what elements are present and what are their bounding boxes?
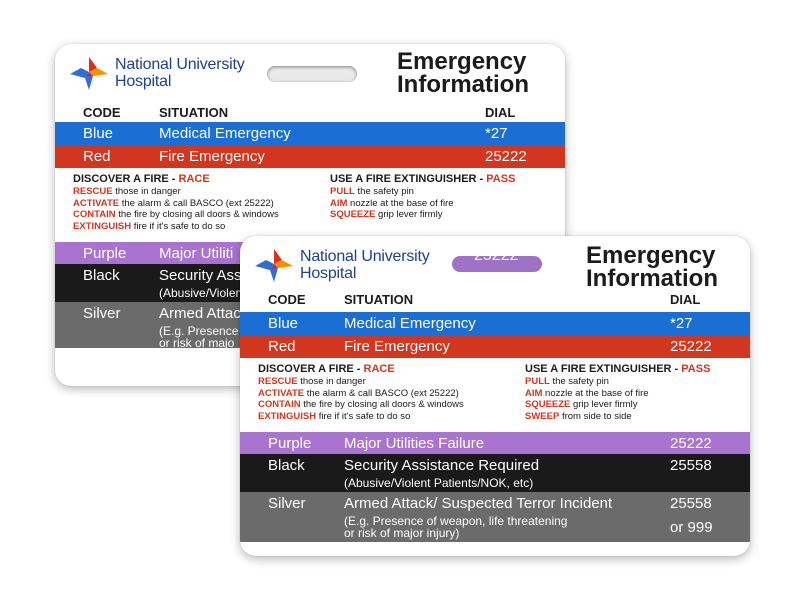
- code-row-purple: Purple Major Utilities Failure 25222: [240, 432, 750, 454]
- situation-label: Fire Emergency: [344, 338, 450, 355]
- situation-detail: or risk of major injury): [344, 526, 460, 540]
- dial-number: 25558: [670, 457, 712, 474]
- hospital-logo-icon: [255, 249, 293, 282]
- dial-column-header: DIAL: [485, 105, 516, 120]
- column-headers: CODE SITUATION DIAL: [55, 104, 565, 122]
- pass-step: PULL the safety pin: [330, 186, 414, 197]
- hospital-logo: National University Hospital: [254, 244, 454, 284]
- logo-line-1: National University: [300, 248, 430, 265]
- dial-number: 25558: [670, 495, 712, 512]
- slot-see-through-text: 25222: [474, 256, 519, 265]
- situation-label: Medical Emergency: [159, 125, 291, 142]
- situation-label: Fire Emergency: [159, 148, 265, 165]
- situation-label: Major Utiliti: [159, 245, 234, 262]
- pass-step: SQUEEZE grip lever firmly: [330, 209, 443, 220]
- back-card: National University Hospital Emergency I…: [55, 44, 565, 386]
- situation-detail: or risk of majo: [159, 336, 235, 350]
- dial-column-header: DIAL: [670, 292, 701, 307]
- race-step: CONTAIN the fire by closing all doors & …: [258, 399, 464, 410]
- code-row-silver: Silver Armed Attack/ Suspected Terror In…: [240, 492, 750, 542]
- code-label: Red: [268, 338, 296, 355]
- situation-label: Armed Attac: [159, 305, 241, 322]
- pass-heading: USE A FIRE EXTINGUISHER - PASS: [330, 173, 516, 185]
- code-column-header: CODE: [268, 292, 306, 307]
- title-line-1: Emergency: [586, 242, 716, 269]
- code-label: Silver: [268, 495, 306, 512]
- situation-label: Medical Emergency: [344, 315, 476, 332]
- pass-step: PULL the safety pin: [525, 376, 609, 387]
- race-step: ACTIVATE the alarm & call BASCO (ext 252…: [258, 387, 459, 399]
- pass-instructions: USE A FIRE EXTINGUISHER - PASS PULL the …: [525, 362, 710, 422]
- fire-instructions: DISCOVER A FIRE - RACE RESCUE those in d…: [55, 168, 565, 242]
- race-step: ACTIVATE the alarm & call BASCO (ext 252…: [73, 197, 274, 209]
- race-instructions: DISCOVER A FIRE - RACE RESCUE those in d…: [73, 172, 279, 232]
- title-line-2: Information: [586, 265, 718, 292]
- pass-step: AIM nozzle at the base of fire: [525, 387, 649, 399]
- situation-detail: (Abusive/Violen: [159, 286, 243, 300]
- situation-label: Armed Attack/ Suspected Terror Incident: [344, 495, 613, 512]
- code-label: Blue: [268, 315, 299, 332]
- hospital-logo-icon: [70, 57, 108, 90]
- race-instructions: DISCOVER A FIRE - RACE RESCUE those in d…: [258, 362, 464, 422]
- race-heading: DISCOVER A FIRE - RACE: [258, 363, 395, 375]
- column-headers: CODE SITUATION DIAL: [240, 286, 750, 312]
- logo-line-1: National University: [115, 56, 245, 73]
- race-step: EXTINGUISH fire if it's safe to do so: [258, 410, 411, 422]
- hospital-logo: National University Hospital: [69, 52, 269, 92]
- race-step: CONTAIN the fire by closing all doors & …: [73, 209, 279, 220]
- code-label: Black: [268, 457, 305, 474]
- front-card: National University Hospital 25222 Emerg…: [240, 236, 750, 556]
- situation-detail: (E.g. Presence of weapon, life threateni…: [344, 514, 568, 528]
- card-title: Emergency Information: [397, 48, 529, 98]
- pass-step: SQUEEZE grip lever firmly: [525, 399, 638, 410]
- logo-line-2: Hospital: [300, 265, 357, 282]
- race-step: RESCUE those in danger: [73, 186, 181, 197]
- title-line-1: Emergency: [397, 48, 527, 75]
- pass-step: SWEEP from side to side: [525, 410, 632, 422]
- code-label: Purple: [83, 245, 127, 262]
- code-row-black: Black Security Assistance Required (Abus…: [240, 454, 750, 492]
- code-label: Black: [83, 267, 120, 284]
- situation-detail: (Abusive/Violent Patients/NOK, etc): [344, 476, 534, 490]
- code-label: Silver: [83, 305, 121, 322]
- fire-instructions: DISCOVER A FIRE - RACE RESCUE those in d…: [240, 358, 750, 432]
- dial-number: 25222: [485, 148, 527, 165]
- lanyard-slot: [267, 66, 357, 82]
- pass-heading: USE A FIRE EXTINGUISHER - PASS: [525, 363, 711, 375]
- race-heading: DISCOVER A FIRE - RACE: [73, 173, 210, 185]
- code-row-blue: Blue Medical Emergency *27: [240, 312, 750, 335]
- code-row-red: Red Fire Emergency 25222: [55, 145, 565, 168]
- dial-number: 25222: [670, 338, 712, 355]
- situation-label: Major Utilities Failure: [344, 435, 485, 452]
- situation-detail: (E.g. Presence: [159, 324, 239, 338]
- pass-instructions: USE A FIRE EXTINGUISHER - PASS PULL the …: [330, 172, 515, 221]
- dial-number: *27: [485, 125, 508, 142]
- card-header: National University Hospital 25222 Emerg…: [240, 236, 750, 291]
- code-label: Purple: [268, 435, 312, 452]
- situation-column-header: SITUATION: [159, 105, 229, 120]
- logo-text: National University Hospital: [115, 56, 245, 90]
- situation-column-header: SITUATION: [344, 292, 414, 307]
- logo-line-2: Hospital: [115, 73, 172, 90]
- code-row-red: Red Fire Emergency 25222: [240, 335, 750, 358]
- situation-label: Security Assistance Required: [344, 457, 540, 474]
- code-label: Blue: [83, 125, 114, 142]
- code-column-header: CODE: [83, 105, 121, 120]
- dial-number: *27: [670, 315, 693, 332]
- code-row-blue: Blue Medical Emergency *27: [55, 122, 565, 145]
- logo-text: National University Hospital: [300, 248, 430, 282]
- situation-label: Security Assis: [159, 267, 253, 284]
- dial-number: 25222: [670, 435, 712, 452]
- dial-number-alt: or 999: [670, 519, 713, 536]
- lanyard-slot: 25222: [452, 256, 542, 272]
- card-title: Emergency Information: [586, 242, 718, 292]
- card-header: National University Hospital Emergency I…: [55, 44, 565, 104]
- race-step: RESCUE those in danger: [258, 376, 366, 387]
- race-step: EXTINGUISH fire if it's safe to do so: [73, 220, 226, 232]
- pass-step: AIM nozzle at the base of fire: [330, 197, 454, 209]
- code-label: Red: [83, 148, 111, 165]
- title-line-2: Information: [397, 71, 529, 98]
